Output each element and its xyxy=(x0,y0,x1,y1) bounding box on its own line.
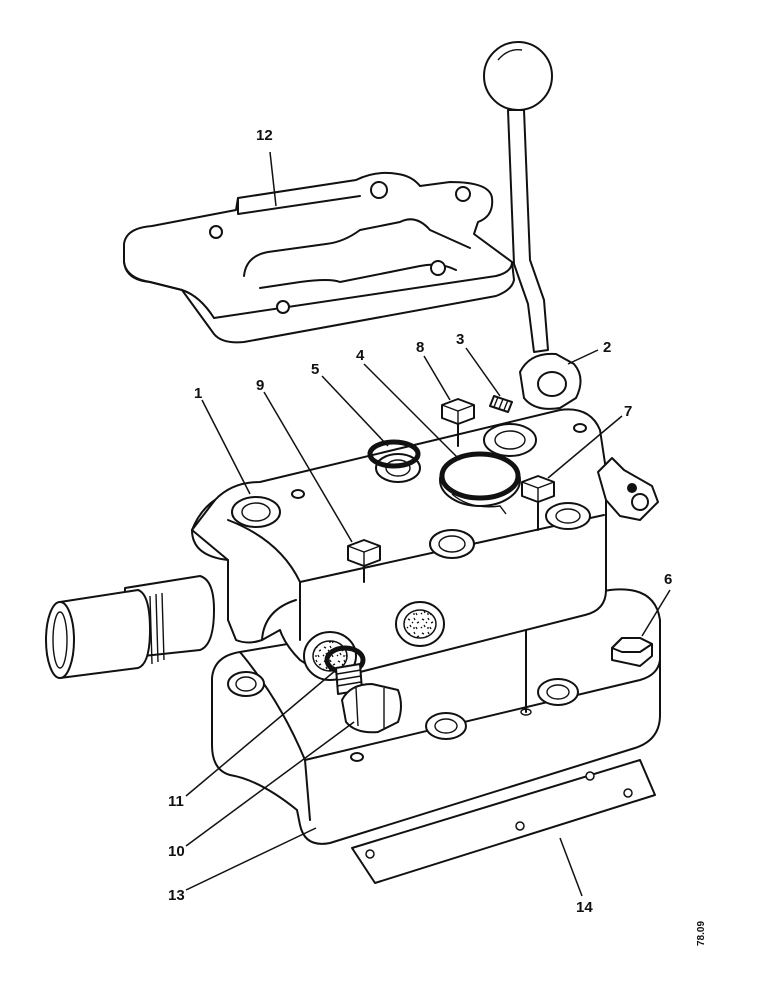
cover-plate xyxy=(123,171,515,344)
bolt-9 xyxy=(347,539,381,583)
callout-8: 8 xyxy=(416,339,424,356)
callout-3: 3 xyxy=(456,331,464,348)
bolt-7 xyxy=(521,475,555,531)
callout-9: 9 xyxy=(256,377,264,394)
leader-lines xyxy=(185,151,671,897)
plug-10 xyxy=(335,663,402,734)
gasket xyxy=(351,759,656,884)
callout-10: 10 xyxy=(168,843,185,860)
callout-12: 12 xyxy=(256,127,273,144)
callout-14: 14 xyxy=(576,899,593,916)
callout-11: 11 xyxy=(168,793,184,810)
control-lever xyxy=(483,41,582,410)
bolt-6 xyxy=(611,637,653,667)
callout-6: 6 xyxy=(664,571,672,588)
bolt-8 xyxy=(441,398,475,447)
spool-end-cap xyxy=(45,575,215,679)
callout-1: 1 xyxy=(194,385,202,402)
callout-2: 2 xyxy=(603,339,611,356)
callout-labels: 1 2 3 4 5 6 7 8 9 10 11 12 13 14 78.09 xyxy=(168,127,707,946)
seal-4 xyxy=(439,451,521,515)
o-ring-5 xyxy=(367,439,421,469)
callout-13: 13 xyxy=(168,887,185,904)
callout-7: 7 xyxy=(624,403,632,420)
grub-screw-3 xyxy=(489,395,513,413)
callout-5: 5 xyxy=(311,361,319,378)
callout-4: 4 xyxy=(356,347,365,364)
reference-code: 78.09 xyxy=(696,921,707,946)
